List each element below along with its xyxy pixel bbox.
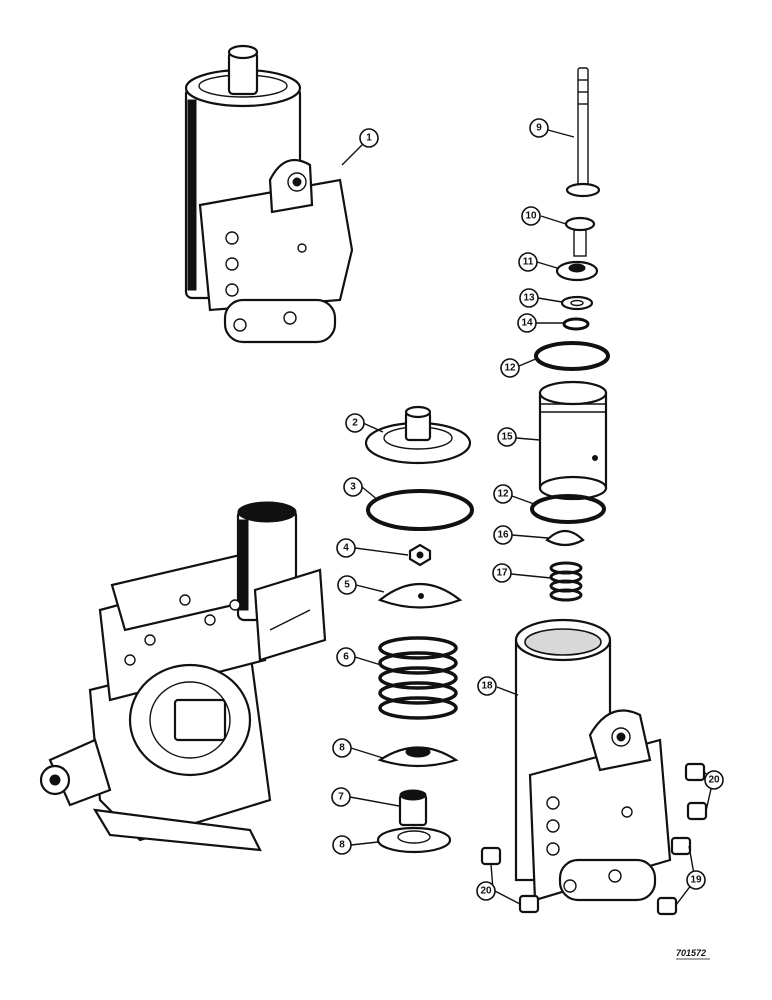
svg-text:8: 8 (339, 743, 345, 754)
callout-10: 10 (521, 206, 541, 226)
svg-text:20: 20 (480, 886, 492, 897)
svg-text:17: 17 (496, 568, 508, 579)
part-4-nut (408, 543, 432, 567)
svg-text:7: 7 (338, 792, 344, 803)
part-15-piston (538, 380, 608, 501)
part-5-spring-seat (377, 582, 463, 609)
svg-text:10: 10 (525, 211, 537, 222)
part-7-bushing (398, 789, 428, 827)
svg-text:12: 12 (504, 363, 516, 374)
callout-16: 16 (493, 525, 513, 545)
svg-text:6: 6 (343, 652, 349, 663)
svg-text:19: 19 (690, 875, 702, 886)
svg-text:1: 1 (366, 133, 372, 144)
svg-text:4: 4 (343, 543, 349, 554)
part-8-spring-seat-lower (376, 826, 452, 854)
callout-9: 9 (529, 118, 549, 138)
callout-12-upper: 12 (500, 358, 520, 378)
governor-assembly-part-1 (184, 44, 354, 344)
governor-body-part-18 (514, 618, 672, 902)
svg-text:13: 13 (523, 293, 535, 304)
svg-text:11: 11 (523, 257, 534, 268)
callout-12-lower: 12 (493, 484, 513, 504)
part-2-cover (364, 405, 472, 465)
callout-19: 19 (686, 870, 706, 890)
callout-13: 13 (519, 288, 539, 308)
part-13-washer (560, 295, 594, 311)
callout-15: 15 (497, 427, 517, 447)
part-12-o-ring-lower (530, 494, 606, 524)
leader-lines (341, 129, 714, 906)
callout-20-left: 20 (476, 881, 496, 901)
svg-text:16: 16 (497, 530, 509, 541)
callout-20-right: 20 (704, 770, 724, 790)
part-16-valve (545, 529, 585, 547)
svg-text:18: 18 (481, 681, 493, 692)
callout-1: 1 (359, 128, 379, 148)
callout-5: 5 (337, 575, 357, 595)
part-14-o-ring (562, 317, 590, 331)
svg-text:2: 2 (352, 418, 358, 429)
callout-8-lower: 8 (332, 835, 352, 855)
svg-text:12: 12 (497, 489, 509, 500)
part-9-adjusting-screw (565, 67, 601, 198)
part-17-spring (549, 561, 583, 602)
pipe-plugs-part-20-right (684, 762, 708, 821)
svg-text:3: 3 (350, 482, 356, 493)
callout-14: 14 (517, 313, 537, 333)
svg-text:9: 9 (536, 123, 542, 134)
part-8-spring-seat-upper (377, 746, 459, 768)
callout-7: 7 (331, 787, 351, 807)
svg-text:15: 15 (501, 432, 513, 443)
part-11-retainer (555, 260, 599, 282)
callout-3: 3 (343, 477, 363, 497)
svg-text:14: 14 (521, 318, 533, 329)
svg-text:5: 5 (344, 580, 350, 591)
part-3-retaining-ring (366, 489, 474, 531)
part-12-o-ring-upper (534, 341, 610, 371)
figure-number: 701572 (676, 948, 706, 958)
callout-6: 6 (336, 647, 356, 667)
svg-text:20: 20 (708, 775, 720, 786)
callout-4: 4 (336, 538, 356, 558)
air-compressor-illustration (39, 501, 327, 852)
pipe-plugs-part-19 (656, 836, 692, 916)
callout-18: 18 (477, 676, 497, 696)
callout-8-upper: 8 (332, 738, 352, 758)
callout-2: 2 (345, 413, 365, 433)
svg-text:8: 8 (339, 840, 345, 851)
part-6-spring (378, 636, 458, 720)
callout-11: 11 (518, 252, 538, 272)
part-10-plunger (564, 216, 596, 257)
callout-17: 17 (492, 563, 512, 583)
pipe-plugs-part-20-left (480, 846, 540, 914)
